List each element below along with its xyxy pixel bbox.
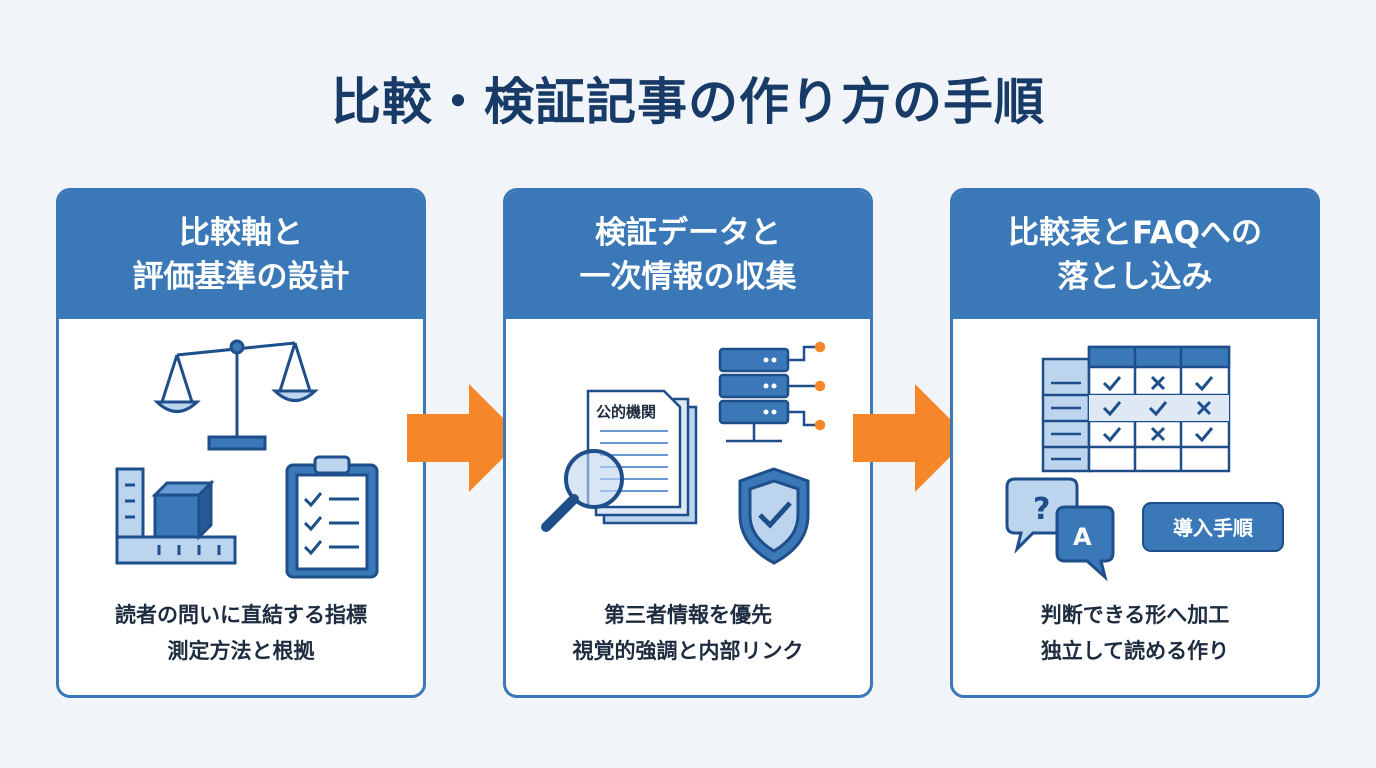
step-3-illustration: ? A 導入手順 (953, 319, 1317, 589)
step-2-body-line-1: 第三者情報を優先 (604, 603, 772, 627)
arrow-right-icon (853, 384, 969, 492)
step-1-body: 読者の問いに直結する指標 測定方法と根拠 (59, 597, 423, 669)
step-3-heading: 比較表とFAQへの 落とし込み (953, 191, 1317, 319)
step-2-body: 第三者情報を優先 視覚的強調と内部リンク (506, 597, 870, 669)
step-2-body-line-2: 視覚的強調と内部リンク (572, 639, 804, 663)
step-card-2: 検証データと 一次情報の収集 公的機関 (503, 188, 873, 698)
answer-letter: A (1073, 523, 1092, 551)
step-3-body-line-2: 独立して読める作り (1040, 639, 1230, 663)
shield-check-icon (738, 467, 810, 565)
server-icon (718, 341, 826, 443)
magnifier-icon (541, 449, 624, 532)
step-1-body-line-1: 読者の問いに直結する指標 (115, 603, 367, 627)
step-2-heading-line-1: 検証データと (595, 215, 781, 251)
clipboard-checklist-icon (285, 455, 379, 579)
step-2-heading: 検証データと 一次情報の収集 (506, 191, 870, 319)
step-card-3: 比較表とFAQへの 落とし込み (950, 188, 1320, 698)
step-1-heading-line-1: 比較軸と (179, 215, 303, 251)
question-mark: ? (1033, 492, 1050, 527)
step-card-1: 比較軸と 評価基準の設計 (56, 188, 426, 698)
comparison-table-icon (1041, 345, 1231, 473)
step-1-illustration (59, 319, 423, 589)
page-title: 比較・検証記事の作り方の手順 (331, 73, 1045, 131)
balance-scale-icon (153, 339, 319, 451)
step-1-body-line-2: 測定方法と根拠 (167, 639, 315, 663)
answer-bubble-icon (1055, 505, 1115, 582)
step-2-illustration: 公的機関 (506, 319, 870, 589)
step-3-heading-line-2: 落とし込み (1057, 259, 1213, 295)
step-3-heading-line-1: 比較表とFAQへの (1008, 215, 1262, 251)
step-3-body: 判断できる形へ加工 独立して読める作り (953, 597, 1317, 669)
step-1-heading-line-2: 評価基準の設計 (132, 259, 350, 295)
onboarding-tag (1142, 502, 1284, 552)
onboarding-tag-label: 導入手順 (1173, 516, 1254, 540)
step-2-heading-line-2: 一次情報の収集 (579, 259, 797, 295)
step-1-heading: 比較軸と 評価基準の設計 (59, 191, 423, 319)
step-3-body-line-1: 判断できる形へ加工 (1040, 603, 1230, 627)
document-label: 公的機関 (596, 403, 656, 421)
cube-icon (151, 479, 215, 541)
arrow-right-icon (407, 384, 523, 492)
